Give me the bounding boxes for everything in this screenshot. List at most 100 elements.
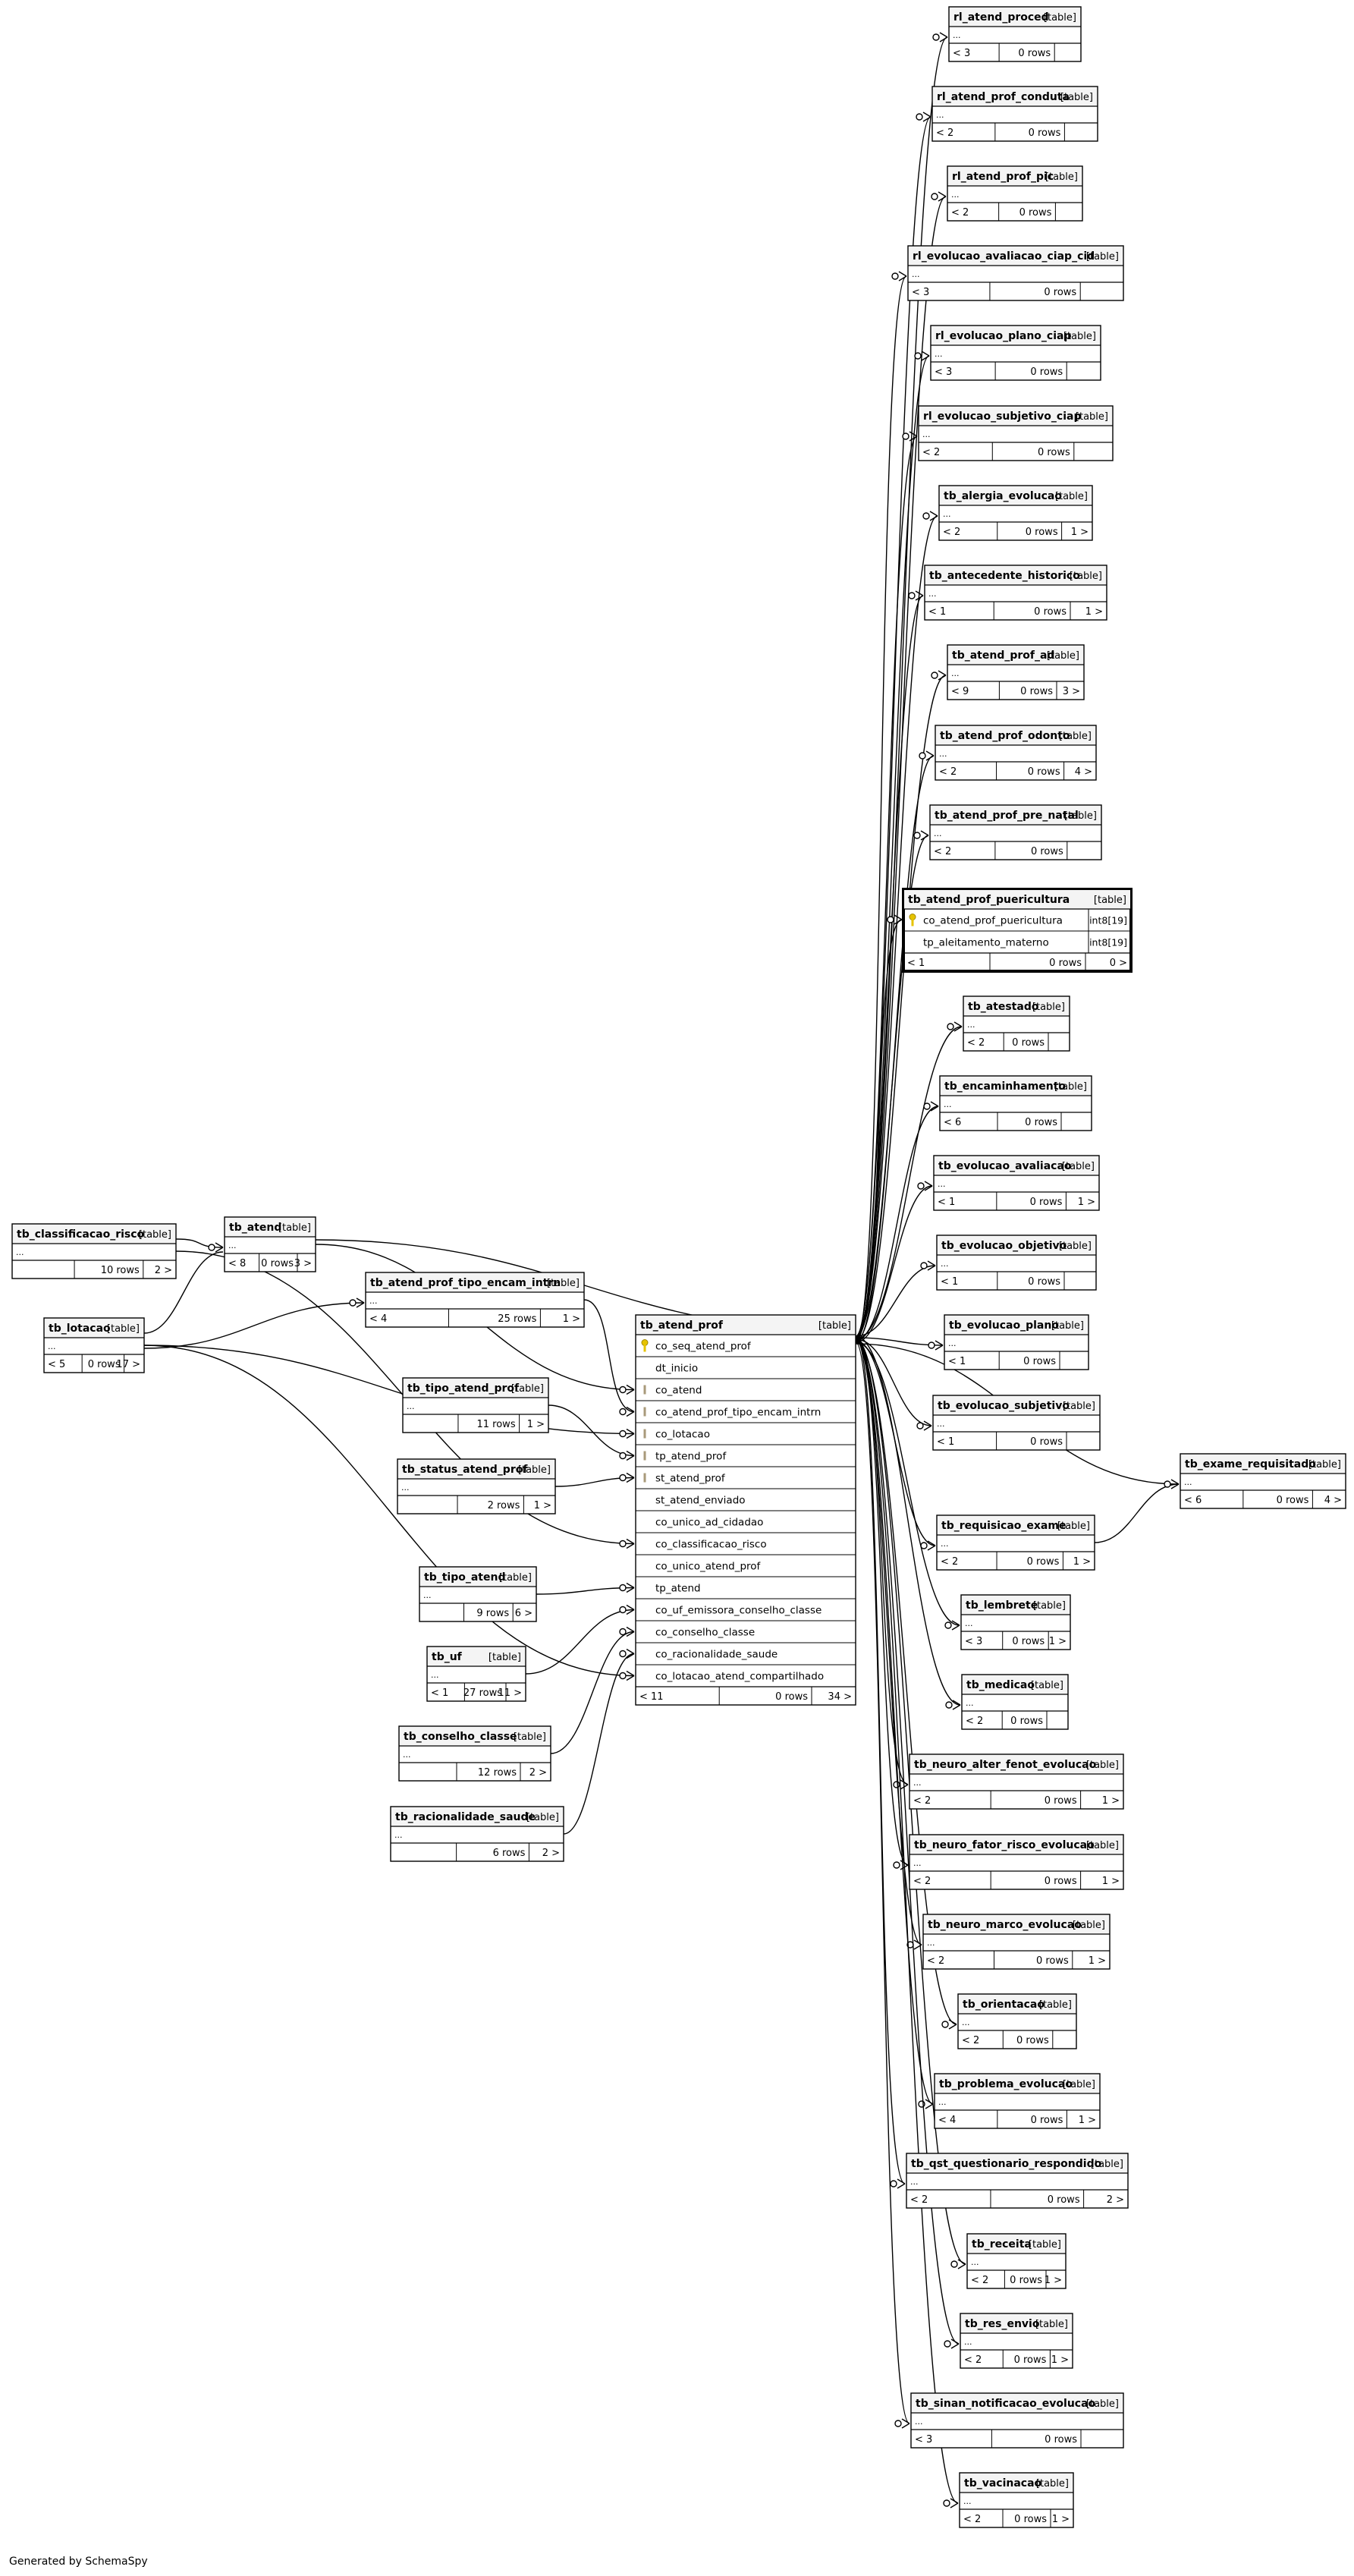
table-tag: [table] — [1044, 12, 1076, 24]
table-tag: [table] — [139, 1229, 171, 1241]
table-header-bg — [962, 1596, 1070, 1615]
ellipsis-row: ... — [407, 1401, 415, 1411]
ellipsis-row: ... — [938, 2097, 947, 2107]
table-name: tb_evolucao_subjetivo — [938, 1400, 1070, 1412]
table-name: tb_atend_prof_ad — [952, 650, 1054, 662]
parent-count: < 3 — [935, 366, 952, 378]
parent-count: < 2 — [913, 1795, 931, 1807]
table-tb_sinan_notificacao_evolucao[interactable]: tb_sinan_notificacao_evolucao[table]...<… — [910, 2392, 1124, 2449]
table-name: tb_classificacao_risco — [17, 1228, 145, 1241]
edge-tb_requisicao_exame-tb_exame_requisitado — [1094, 1483, 1180, 1543]
ellipsis-row: ... — [962, 2018, 970, 2027]
ellipsis-row: ... — [951, 190, 960, 200]
edge-tb_atend_prof-tb_evolucao_subjetivo — [855, 1338, 932, 1426]
crowfoot-tb_atend_prof-4 — [619, 1428, 635, 1439]
child-count: 1 > — [1078, 1197, 1095, 1208]
crowfoot-tb_evolucao_objetivo — [920, 1260, 936, 1271]
child-count: 6 > — [515, 1608, 532, 1619]
table-tb_neuro_fator_risco_evolucao[interactable]: tb_neuro_fator_risco_evolucao[table]...<… — [909, 1834, 1124, 1890]
crowfoot-tb_alergia_evolucao — [922, 511, 938, 521]
edge-tb_atend_prof-rl_evolucao_plano_ciap — [855, 355, 930, 1343]
table-tag: [table] — [1086, 1760, 1119, 1771]
row-count: 0 rows — [1014, 2514, 1047, 2525]
table-tag: [table] — [1063, 1401, 1095, 1412]
table-tb_atend_prof_tipo_encam_intrn[interactable]: tb_atend_prof_tipo_encam_intrn[table]...… — [365, 1272, 585, 1328]
table-name: tb_sinan_notificacao_evolucao — [916, 2398, 1096, 2410]
parent-count: < 1 — [938, 1197, 955, 1208]
column-name: st_atend_prof — [655, 1473, 726, 1485]
table-tag: [table] — [1045, 171, 1078, 183]
row-count: 0 rows — [1010, 1716, 1043, 1727]
foreign-key-icon — [643, 1407, 646, 1417]
edge-tb_atend_prof-tb_evolucao_avaliacao — [855, 1185, 933, 1343]
crowfoot-tb_atend_prof_pre_natal — [913, 830, 929, 841]
child-count: 1 > — [563, 1313, 580, 1325]
table-tag: [table] — [1033, 1600, 1066, 1612]
crowfoot-tb_medicao — [945, 1700, 961, 1710]
table-header-bg — [963, 1675, 1067, 1694]
table-header-bg — [910, 1835, 1123, 1854]
table-header-bg — [931, 326, 1100, 345]
parent-count: < 2 — [962, 2035, 979, 2046]
table-name: rl_evolucao_subjetivo_ciap — [923, 410, 1082, 423]
row-count: 0 rows — [1028, 1276, 1060, 1288]
table-name: tb_racionalidade_saude — [395, 1811, 536, 1823]
parent-count: < 4 — [938, 2115, 956, 2126]
parent-count: < 2 — [927, 1955, 944, 1967]
ellipsis-row: ... — [936, 110, 944, 120]
table-header-bg — [907, 2154, 1127, 2173]
crowfoot-tb_atend_prof-11 — [619, 1582, 635, 1593]
table-tb_atend_prof_puericultura[interactable]: tb_atend_prof_puericultura[table]co_aten… — [902, 888, 1133, 973]
table-tb_atend_prof[interactable]: tb_atend_prof[table]co_seq_atend_profdt_… — [635, 1314, 856, 1706]
ellipsis-row: ... — [369, 1296, 378, 1306]
child-count: 1 > — [1051, 2354, 1069, 2366]
table-tag: [table] — [1059, 1241, 1092, 1252]
table-rl_evolucao_avaliacao_ciap_cid[interactable]: rl_evolucao_avaliacao_ciap_cid[table]...… — [907, 245, 1124, 301]
table-header-bg — [961, 2314, 1072, 2333]
table-header-bg — [935, 1156, 1098, 1175]
row-count: 0 rows — [88, 1359, 121, 1370]
row-count: 25 rows — [498, 1313, 536, 1325]
row-count: 0 rows — [1014, 2354, 1047, 2366]
table-name: tb_lembrete — [966, 1599, 1038, 1612]
table-tb_qst_questionario_respondido[interactable]: tb_qst_questionario_respondido[table]...… — [906, 2153, 1129, 2209]
table-tb_neuro_alter_fenot_evolucao[interactable]: tb_neuro_alter_fenot_evolucao[table]...<… — [909, 1754, 1124, 1810]
edge-tb_atend_prof-tb_atend_prof_puericultura — [855, 919, 903, 1338]
parent-count: < 1 — [928, 606, 946, 618]
